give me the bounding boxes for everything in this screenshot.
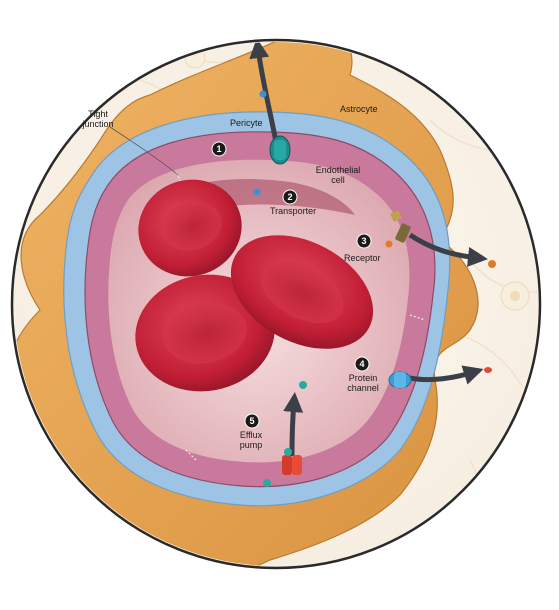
marker-1: 1 [212, 142, 226, 156]
molecule-receptor-out [488, 260, 496, 268]
transporter-protein [270, 136, 290, 164]
label-astrocyte: Astrocyte [340, 104, 378, 114]
label-efflux-line2: pump [240, 440, 263, 450]
label-pericyte: Pericyte [230, 118, 263, 128]
svg-text:1: 1 [216, 144, 221, 154]
label-transporter: Transporter [270, 206, 316, 216]
molecule-channel-out [484, 367, 492, 373]
marker-3: 3 [357, 234, 371, 248]
molecule-lumen-transporter [254, 189, 261, 196]
molecule-top [243, 29, 251, 37]
label-endothelial-line2: cell [331, 175, 345, 185]
svg-text:3: 3 [361, 236, 366, 246]
label-tight-junction-line1: Tight [88, 109, 108, 119]
molecule-efflux-top [299, 381, 307, 389]
marker-2: 2 [283, 190, 297, 204]
svg-text:2: 2 [287, 192, 292, 202]
molecule-transporter-path [260, 91, 267, 98]
molecule-efflux-bottom [263, 479, 271, 487]
label-efflux-line1: Efflux [240, 430, 263, 440]
marker-4: 4 [355, 357, 369, 371]
marker-5: 5 [245, 414, 259, 428]
label-protein-line2: channel [347, 383, 379, 393]
protein-channel [389, 372, 411, 388]
svg-text:4: 4 [359, 359, 364, 369]
label-endothelial-line1: Endothelial [316, 165, 361, 175]
label-protein-line1: Protein [349, 373, 378, 383]
label-receptor: Receptor [344, 253, 381, 263]
svg-text:5: 5 [249, 416, 254, 426]
label-tight-junction-line2: junction [81, 119, 113, 129]
neuron-cell-right [501, 282, 529, 310]
efflux-pump-arrow [292, 402, 294, 456]
